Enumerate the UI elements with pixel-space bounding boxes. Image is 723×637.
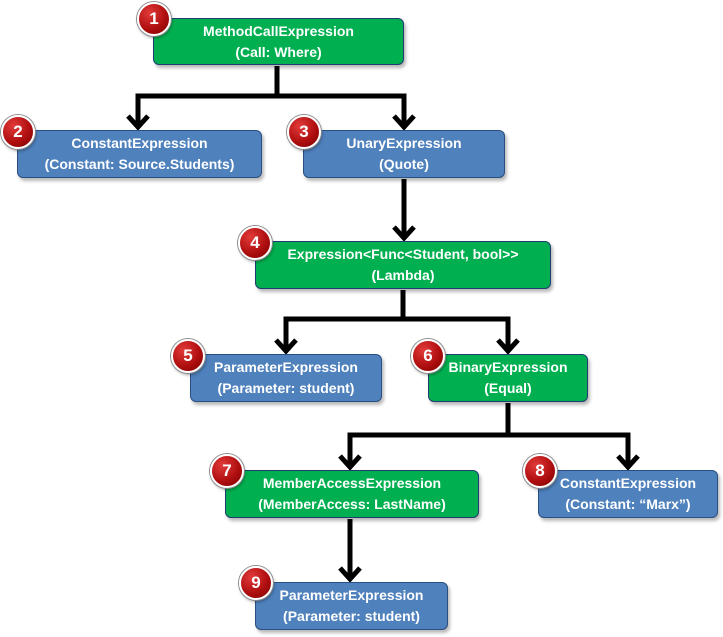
node-4-detail: (Lambda)	[371, 267, 435, 283]
arrowhead-node-3	[392, 114, 416, 131]
node-2-badge: 2	[1, 115, 35, 149]
node-3-type: UnaryExpression	[346, 135, 462, 151]
node-5-badge: 5	[171, 339, 205, 373]
node-4-type: Expression<Func<Student, bool>>	[287, 246, 519, 262]
node-7-detail: (MemberAccess: LastName)	[258, 496, 446, 512]
node-3-badge: 3	[287, 115, 321, 149]
node-9-badge: 9	[239, 566, 273, 600]
node-binary-expression: BinaryExpression (Equal)	[428, 354, 588, 402]
arrowhead-node-5	[274, 338, 298, 355]
node-lambda-expression: Expression<Func<Student, bool>> (Lambda)	[255, 241, 551, 289]
node-method-call-expression: MethodCallExpression (Call: Where)	[153, 18, 404, 65]
node-member-access-expression: MemberAccessExpression (MemberAccess: La…	[225, 470, 479, 518]
node-6-detail: (Equal)	[484, 380, 532, 396]
node-unary-expression: UnaryExpression (Quote)	[303, 130, 505, 178]
node-9-detail: (Parameter: student)	[283, 608, 420, 624]
node-4-badge: 4	[238, 226, 272, 260]
node-3-detail: (Quote)	[379, 156, 429, 172]
node-7-type: MemberAccessExpression	[262, 475, 442, 491]
node-6-type: BinaryExpression	[448, 359, 568, 375]
node-5-type: ParameterExpression	[214, 359, 358, 375]
node-6-badge: 6	[411, 339, 445, 373]
node-2-type: ConstantExpression	[71, 135, 208, 151]
node-parameter-expression-5: ParameterExpression (Parameter: student)	[190, 354, 382, 402]
node-5-detail: (Parameter: student)	[217, 380, 355, 396]
node-1-detail: (Call: Where)	[235, 43, 322, 60]
node-8-type: ConstantExpression	[559, 475, 697, 491]
arrowhead-node-9	[338, 566, 362, 583]
node-constant-expression-students: ConstantExpression (Constant: Source.Stu…	[17, 130, 262, 178]
arrowhead-node-2	[126, 114, 150, 131]
node-8-detail: (Constant: “Marx”)	[565, 496, 691, 512]
node-1-type: MethodCallExpression	[203, 22, 354, 39]
arrowhead-node-7	[338, 454, 362, 471]
arrowhead-node-4	[392, 225, 416, 242]
node-parameter-expression-9: ParameterExpression (Parameter: student)	[255, 582, 448, 630]
arrowhead-node-6	[496, 338, 520, 355]
node-2-detail: (Constant: Source.Students)	[44, 156, 235, 172]
node-7-badge: 7	[210, 454, 244, 488]
node-constant-expression-marx: ConstantExpression (Constant: “Marx”)	[538, 470, 718, 518]
arrowhead-node-8	[616, 454, 640, 471]
node-8-badge: 8	[523, 454, 557, 488]
node-1-badge: 1	[137, 2, 171, 36]
node-9-type: ParameterExpression	[279, 587, 424, 603]
